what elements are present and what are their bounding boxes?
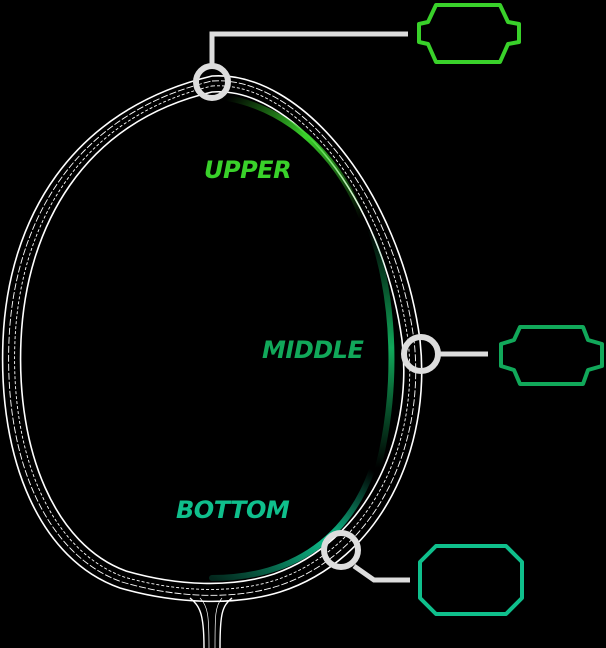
bottom-zone-label: BOTTOM bbox=[176, 496, 290, 524]
racket-throat bbox=[189, 597, 233, 648]
upper-zone-arc bbox=[225, 95, 365, 221]
upper-zone-label: UPPER bbox=[204, 156, 292, 184]
upper-zone-shape-icon bbox=[417, 3, 521, 64]
bottom-marker-circle bbox=[321, 530, 361, 570]
upper-connector bbox=[193, 31, 408, 101]
middle-zone-arc bbox=[367, 225, 395, 471]
middle-zone-shape-icon bbox=[499, 325, 604, 386]
middle-zone-label: MIDDLE bbox=[262, 336, 364, 364]
upper-marker-circle bbox=[193, 63, 231, 101]
bottom-zone-shape-icon bbox=[418, 544, 524, 616]
bottom-zone-arc bbox=[209, 467, 375, 581]
middle-marker-circle bbox=[401, 334, 441, 374]
frame-mid-line-1 bbox=[8, 80, 417, 596]
bottom-connector bbox=[321, 530, 410, 583]
frame-mid-line-2 bbox=[14, 85, 411, 590]
frame-outer-line bbox=[1, 75, 423, 603]
middle-connector bbox=[401, 334, 488, 374]
